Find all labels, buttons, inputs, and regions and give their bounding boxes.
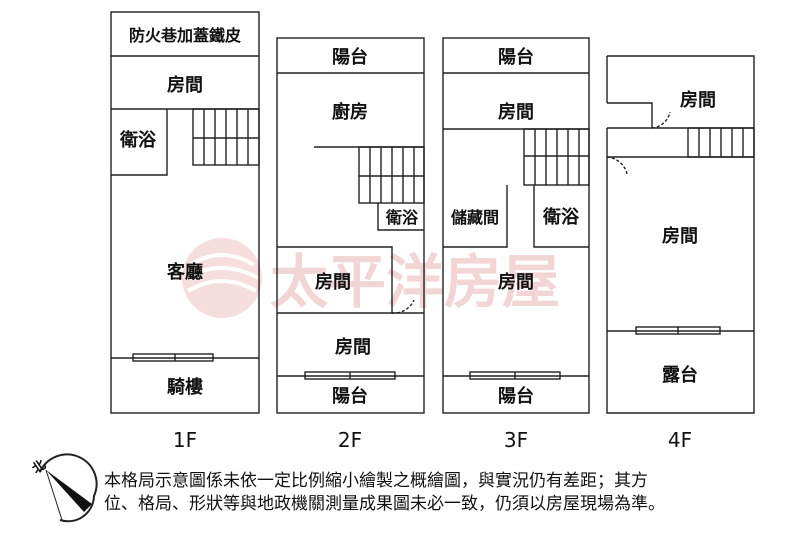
floor-label-1f: 1F xyxy=(173,428,197,452)
label-4f-room-main: 房間 xyxy=(662,225,698,247)
watermark-text: 太平洋房屋 xyxy=(270,248,560,316)
label-2f-room-b: 房間 xyxy=(335,336,371,358)
floor-label-3f: 3F xyxy=(504,428,528,452)
label-2f-room-a: 房間 xyxy=(315,271,351,293)
label-4f-terrace: 露台 xyxy=(662,364,698,386)
label-1f-living: 客廳 xyxy=(167,261,203,283)
north-compass-icon: 北 xyxy=(30,453,98,523)
watermark: 太平洋房屋 xyxy=(182,238,560,318)
floor-1f-plan xyxy=(110,11,260,414)
label-2f-balcony-bottom: 陽台 xyxy=(332,385,368,407)
compass-north-label: 北 xyxy=(30,458,49,478)
floor-label-4f: 4F xyxy=(668,428,692,452)
label-3f-balcony-top: 陽台 xyxy=(498,46,534,68)
watermark-logo-icon xyxy=(182,238,262,318)
floor-label-2f: 2F xyxy=(338,428,362,452)
label-3f-bath: 衛浴 xyxy=(542,206,580,228)
floor-4f-plan xyxy=(606,55,755,414)
disclaimer-line-1: 本格局示意圖係未依一定比例縮小繪製之概繪圖，與實況仍有差距；其方 xyxy=(104,471,648,491)
label-4f-room-top: 房間 xyxy=(680,89,716,111)
label-1f-alley: 防火巷加蓋鐵皮 xyxy=(129,26,241,45)
label-1f-arcade: 騎樓 xyxy=(167,376,203,398)
disclaimer-note: 本格局示意圖係未依一定比例縮小繪製之概繪圖，與實況仍有差距；其方 位、格局、形狀… xyxy=(104,470,794,516)
label-2f-bath: 衛浴 xyxy=(385,208,419,227)
floor-2f-plan xyxy=(276,37,425,414)
label-2f-kitchen: 廚房 xyxy=(332,101,368,123)
label-1f-room: 房間 xyxy=(167,74,203,96)
label-3f-room-mid: 房間 xyxy=(498,271,534,293)
label-3f-balcony-bottom: 陽台 xyxy=(498,385,534,407)
label-2f-balcony-top: 陽台 xyxy=(332,46,368,68)
floor-3f-plan xyxy=(442,37,590,414)
label-3f-room-top: 房間 xyxy=(498,101,534,123)
disclaimer-line-2: 位、格局、形狀等與地政機關測量成果圖未必一致，仍須以房屋現場為準。 xyxy=(104,494,665,514)
label-3f-storage: 儲藏間 xyxy=(450,208,499,227)
label-1f-bath: 衛浴 xyxy=(119,129,157,151)
